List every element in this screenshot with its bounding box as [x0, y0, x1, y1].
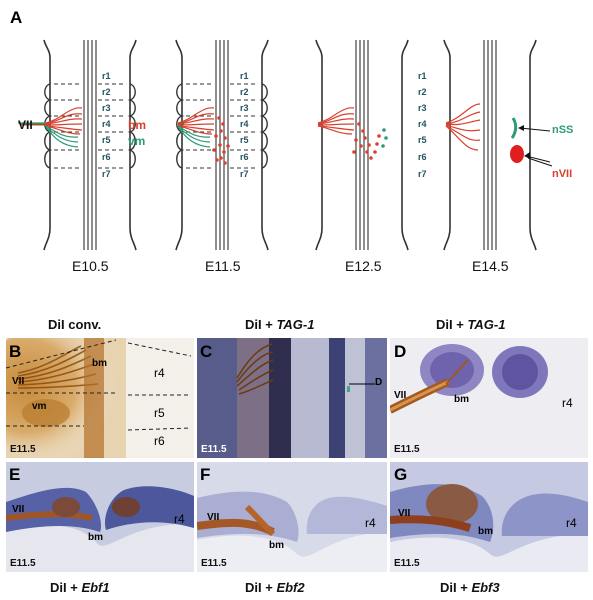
svg-text:r3: r3 [418, 103, 427, 113]
panel-letter-g: G [394, 465, 408, 484]
svg-text:r7: r7 [418, 169, 427, 179]
svg-text:r2: r2 [418, 87, 427, 97]
e-vii-label: VII [12, 504, 25, 515]
svg-text:r3: r3 [102, 103, 111, 113]
stage-e11-5: E11.5 [205, 258, 241, 274]
nerve-vii-label: VII [18, 118, 33, 132]
photo-panel-d: D VII bm r4 E11.5 [390, 338, 588, 458]
stage-e10-5: E10.5 [72, 258, 109, 274]
svg-text:r4: r4 [102, 119, 111, 129]
b-r4-label: r4 [154, 366, 165, 380]
nvii-label: nVII [552, 168, 572, 180]
stage-e14-5: E14.5 [472, 258, 509, 274]
photo-panel-g: G VII bm r4 E11.5 [390, 462, 588, 572]
c-age-label: E11.5 [201, 444, 227, 455]
svg-text:r1: r1 [418, 71, 427, 81]
vm-label: vm [128, 134, 145, 148]
svg-text:r1: r1 [240, 71, 249, 81]
svg-text:r6: r6 [240, 152, 249, 162]
svg-text:r5: r5 [418, 135, 427, 145]
b-age-label: E11.5 [10, 444, 36, 455]
b-r5-label: r5 [154, 406, 165, 420]
e-age-label: E11.5 [10, 558, 36, 569]
g-r4-label: r4 [566, 516, 577, 530]
svg-text:r2: r2 [240, 87, 249, 97]
g-bm-label: bm [478, 526, 493, 537]
d-age-label: E11.5 [394, 444, 420, 455]
caption-f: DiI + Ebf2 [245, 580, 305, 595]
nss-label: nSS [552, 124, 573, 136]
schematic-e12-5 [315, 39, 409, 251]
stage-e12-5: E12.5 [345, 258, 382, 274]
panel-letter-d: D [394, 342, 407, 361]
schematic-e14-5 [443, 39, 551, 251]
b-vm-label: vm [32, 401, 47, 412]
panel-letter-b: B [9, 342, 22, 361]
b-vii-label: VII [12, 376, 25, 387]
g-vii-label: VII [398, 508, 411, 519]
svg-text:r2: r2 [102, 87, 111, 97]
d-bm-label: bm [454, 394, 469, 405]
photo-panel-e: E VII bm r4 E11.5 [6, 462, 194, 572]
caption-d: DiI + TAG-1 [436, 317, 506, 332]
f-vii-label: VII [207, 512, 220, 523]
svg-text:r6: r6 [418, 152, 427, 162]
e-bm-label: bm [88, 532, 103, 543]
c-d-label: D [375, 377, 383, 388]
svg-text:r4: r4 [240, 119, 249, 129]
svg-text:r1: r1 [102, 71, 111, 81]
e-r4-label: r4 [174, 512, 185, 526]
svg-text:r7: r7 [240, 169, 249, 179]
f-r4-label: r4 [365, 516, 376, 530]
caption-e: DiI + Ebf1 [50, 580, 110, 595]
svg-text:r7: r7 [102, 169, 111, 179]
photo-panel-f: F VII bm r4 E11.5 [197, 462, 387, 572]
svg-text:r6: r6 [102, 152, 111, 162]
f-bm-label: bm [269, 540, 284, 551]
bm-label: bm [128, 118, 146, 132]
caption-b: DiI conv. [48, 317, 102, 332]
d-r4-label: r4 [562, 396, 573, 410]
b-r6-label: r6 [154, 434, 165, 448]
panel-letter-e: E [9, 465, 21, 484]
f-age-label: E11.5 [201, 558, 227, 569]
d-vii-label: VII [394, 390, 407, 401]
panel-letter-a: A [10, 8, 23, 27]
caption-g: DiI + Ebf3 [440, 580, 500, 595]
svg-text:r4: r4 [418, 119, 427, 129]
g-age-label: E11.5 [394, 558, 420, 569]
schematic-e11-5 [175, 39, 269, 251]
photo-panel-b: B VII bm vm r4 r5 r6 E11.5 [6, 338, 194, 458]
panel-letter-c: C [200, 342, 213, 361]
panel-letter-f: F [200, 465, 211, 484]
caption-c: DiI + TAG-1 [245, 317, 315, 332]
b-bm-label: bm [92, 358, 107, 369]
svg-text:r3: r3 [240, 103, 249, 113]
schematic-e10-5 [18, 39, 137, 251]
svg-text:r5: r5 [102, 135, 111, 145]
hindbrain-schematics: r1 r2 r3 r4 r5 r6 r7 VII bm vm r1 r2 r3 r4 r5 r6 r… [18, 39, 573, 251]
photo-panel-c: C D E11.5 [197, 338, 387, 458]
svg-text:r5: r5 [240, 135, 249, 145]
